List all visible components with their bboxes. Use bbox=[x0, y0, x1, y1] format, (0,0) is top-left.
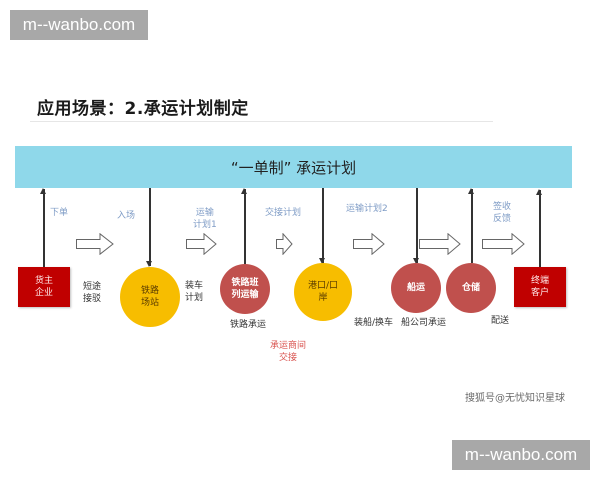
annotation-short-haul: 短途 接驳 bbox=[83, 281, 101, 305]
watermark-top: m--wanbo.com bbox=[10, 10, 148, 40]
label-sign-feedback: 签收 反馈 bbox=[493, 201, 511, 225]
flow-arrow-icon bbox=[186, 233, 217, 255]
watermark-bottom: m--wanbo.com bbox=[452, 440, 590, 470]
label-transport-plan-2: 运输计划2 bbox=[346, 204, 388, 214]
title-divider bbox=[30, 121, 493, 122]
label-line: 反馈 bbox=[493, 214, 512, 224]
label-line: 短途 bbox=[83, 282, 102, 292]
node-shipping: 船运 bbox=[391, 263, 441, 313]
flow-arrow-icon bbox=[276, 233, 293, 255]
label-order: 下单 bbox=[50, 208, 69, 218]
annotation-loading-plan: 装车 计划 bbox=[185, 280, 203, 304]
connector-customer-up bbox=[536, 189, 542, 267]
node-text: 场站 bbox=[140, 298, 159, 308]
node-text: 终端 bbox=[530, 276, 549, 286]
connector-shipping-down bbox=[413, 188, 419, 264]
node-rail-train: 铁路班 列运输 bbox=[220, 264, 270, 314]
plan-banner: “一单制” 承运计划 bbox=[15, 146, 572, 188]
node-text: 仓储 bbox=[461, 283, 480, 293]
connector-port-down bbox=[319, 188, 325, 264]
connector-order-up bbox=[40, 188, 46, 267]
annotation-rail-carrier: 铁路承运 bbox=[230, 320, 267, 330]
flow-arrow-icon bbox=[482, 233, 525, 255]
flow-arrow-icon bbox=[76, 233, 114, 255]
node-text: 港口/口 bbox=[307, 281, 339, 291]
connector-enter-down bbox=[146, 188, 152, 267]
connector-rail-up bbox=[241, 188, 247, 264]
label-line: 装车 bbox=[185, 281, 204, 291]
flow-arrow-icon bbox=[353, 233, 385, 255]
node-customer: 终端 客户 bbox=[514, 267, 566, 307]
node-port: 港口/口 岸 bbox=[294, 263, 352, 321]
label-handover-plan: 交接计划 bbox=[265, 208, 302, 218]
label-line: 接驳 bbox=[83, 294, 102, 304]
node-warehouse: 仓储 bbox=[446, 263, 496, 313]
node-text: 岸 bbox=[318, 293, 328, 303]
node-shipper: 货主 企业 bbox=[18, 267, 70, 307]
flow-arrow-icon bbox=[419, 233, 461, 255]
connector-warehouse-up bbox=[468, 188, 474, 263]
label-enter: 入场 bbox=[117, 211, 136, 221]
annotation-delivery: 配送 bbox=[491, 316, 510, 326]
node-text: 货主 bbox=[34, 276, 53, 286]
label-line: 交接 bbox=[279, 353, 298, 363]
label-line: 签收 bbox=[493, 202, 512, 212]
label-line: 运输 bbox=[195, 208, 214, 218]
label-line: 计划1 bbox=[193, 220, 217, 230]
annotation-carrier-handover: 承运商间 交接 bbox=[270, 340, 306, 364]
node-text: 列运输 bbox=[231, 290, 259, 300]
label-line: 承运商间 bbox=[270, 341, 307, 351]
node-text: 铁路班 bbox=[231, 278, 259, 288]
label-transport-plan-1: 运输 计划1 bbox=[193, 207, 217, 231]
footer-credit: 搜狐号@无忧知识星球 bbox=[465, 393, 565, 404]
node-text: 船运 bbox=[406, 283, 425, 293]
node-text: 铁路 bbox=[140, 286, 159, 296]
annotation-shipping-company: 船公司承运 bbox=[401, 318, 447, 328]
banner-label: “一单制” 承运计划 bbox=[230, 158, 357, 177]
annotation-ship-transfer: 装船/换车 bbox=[354, 318, 394, 328]
node-text: 客户 bbox=[530, 288, 549, 298]
node-text: 企业 bbox=[34, 288, 53, 298]
node-rail-station: 铁路 场站 bbox=[120, 267, 180, 327]
label-line: 计划 bbox=[185, 293, 204, 303]
page-title: 应用场景：2.承运计划制定 bbox=[37, 99, 249, 119]
